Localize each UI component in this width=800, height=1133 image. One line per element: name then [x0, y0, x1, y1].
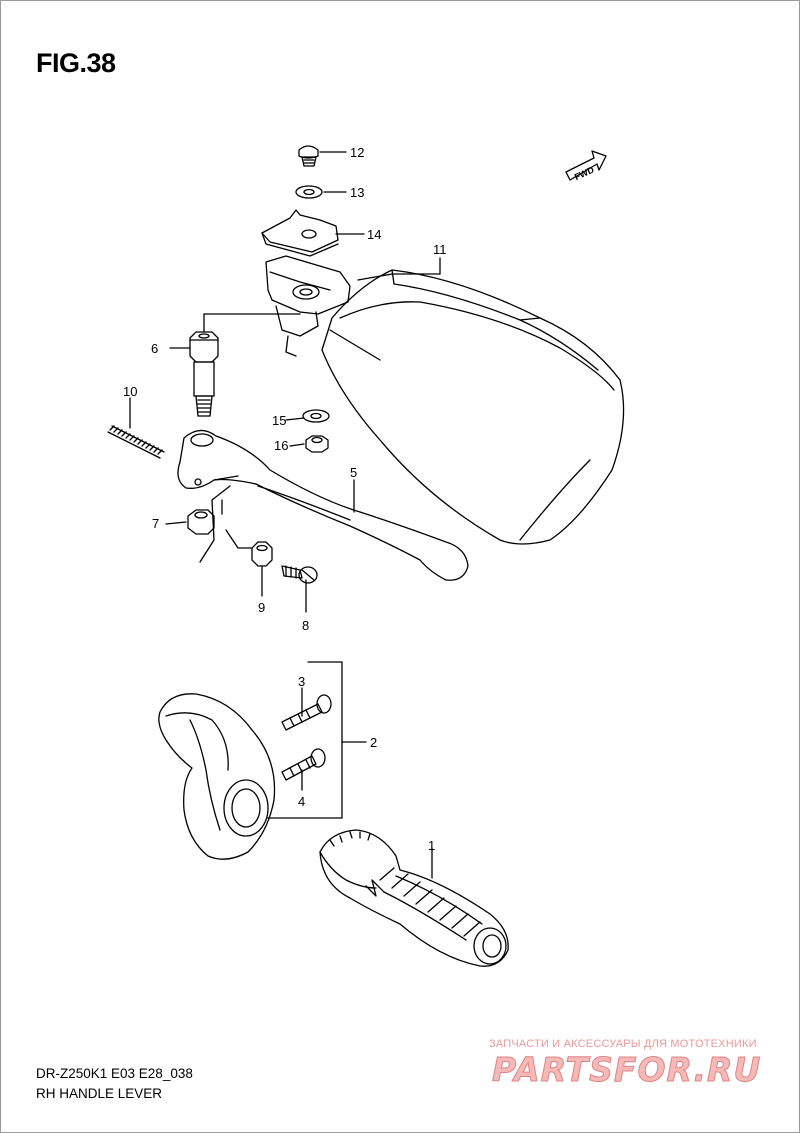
- callout-5: 5: [350, 465, 357, 480]
- screw-part-12: [298, 145, 319, 167]
- spring-part-10: [107, 425, 165, 459]
- callout-14: 14: [367, 227, 381, 242]
- callout-4: 4: [298, 794, 305, 809]
- lever-holder-bracket: [265, 255, 351, 357]
- fwd-arrow-icon: FWD: [565, 150, 607, 182]
- callout-15: 15: [272, 413, 286, 428]
- nut-part-9: [251, 541, 273, 567]
- callout-1: 1: [428, 838, 435, 853]
- watermark-tagline: ЗАПЧАСТИ И АКСЕССУАРЫ ДЛЯ МОТОТЕХНИКИ: [489, 1038, 757, 1050]
- callout-16: 16: [274, 438, 288, 453]
- callout-12: 12: [350, 145, 364, 160]
- washer-part-15: [302, 409, 330, 423]
- nut-part-16: [305, 435, 329, 453]
- throttle-case-part-2: [158, 693, 276, 860]
- clamp-plate-part-14: [261, 209, 339, 257]
- nut-part-7: [187, 509, 215, 535]
- hand-guard-part-11: [321, 269, 625, 545]
- brake-lever-part-5: [177, 429, 469, 581]
- screw-part-8: [281, 565, 318, 584]
- figure-title: FIG.38: [36, 48, 116, 78]
- callout-3: 3: [298, 674, 305, 689]
- washer-part-13: [295, 185, 323, 199]
- callout-7: 7: [152, 516, 159, 531]
- leader-lines: [129, 151, 441, 879]
- callout-11: 11: [433, 242, 447, 257]
- watermark-logo: PARTSFOR.RU: [491, 1050, 762, 1090]
- callout-6: 6: [151, 341, 158, 356]
- callout-2: 2: [370, 735, 377, 750]
- screw-part-4: [281, 748, 326, 781]
- model-code: DR-Z250K1 E03 E28_038: [36, 1066, 193, 1081]
- callout-9: 9: [258, 600, 265, 615]
- callout-10: 10: [123, 384, 137, 399]
- callout-13: 13: [350, 185, 364, 200]
- screw-part-3: [281, 694, 332, 731]
- throttle-grip-part-1: [319, 829, 509, 967]
- section-name: RH HANDLE LEVER: [36, 1086, 163, 1101]
- pivot-bolt-part-6: [189, 331, 219, 417]
- callout-8: 8: [302, 618, 309, 633]
